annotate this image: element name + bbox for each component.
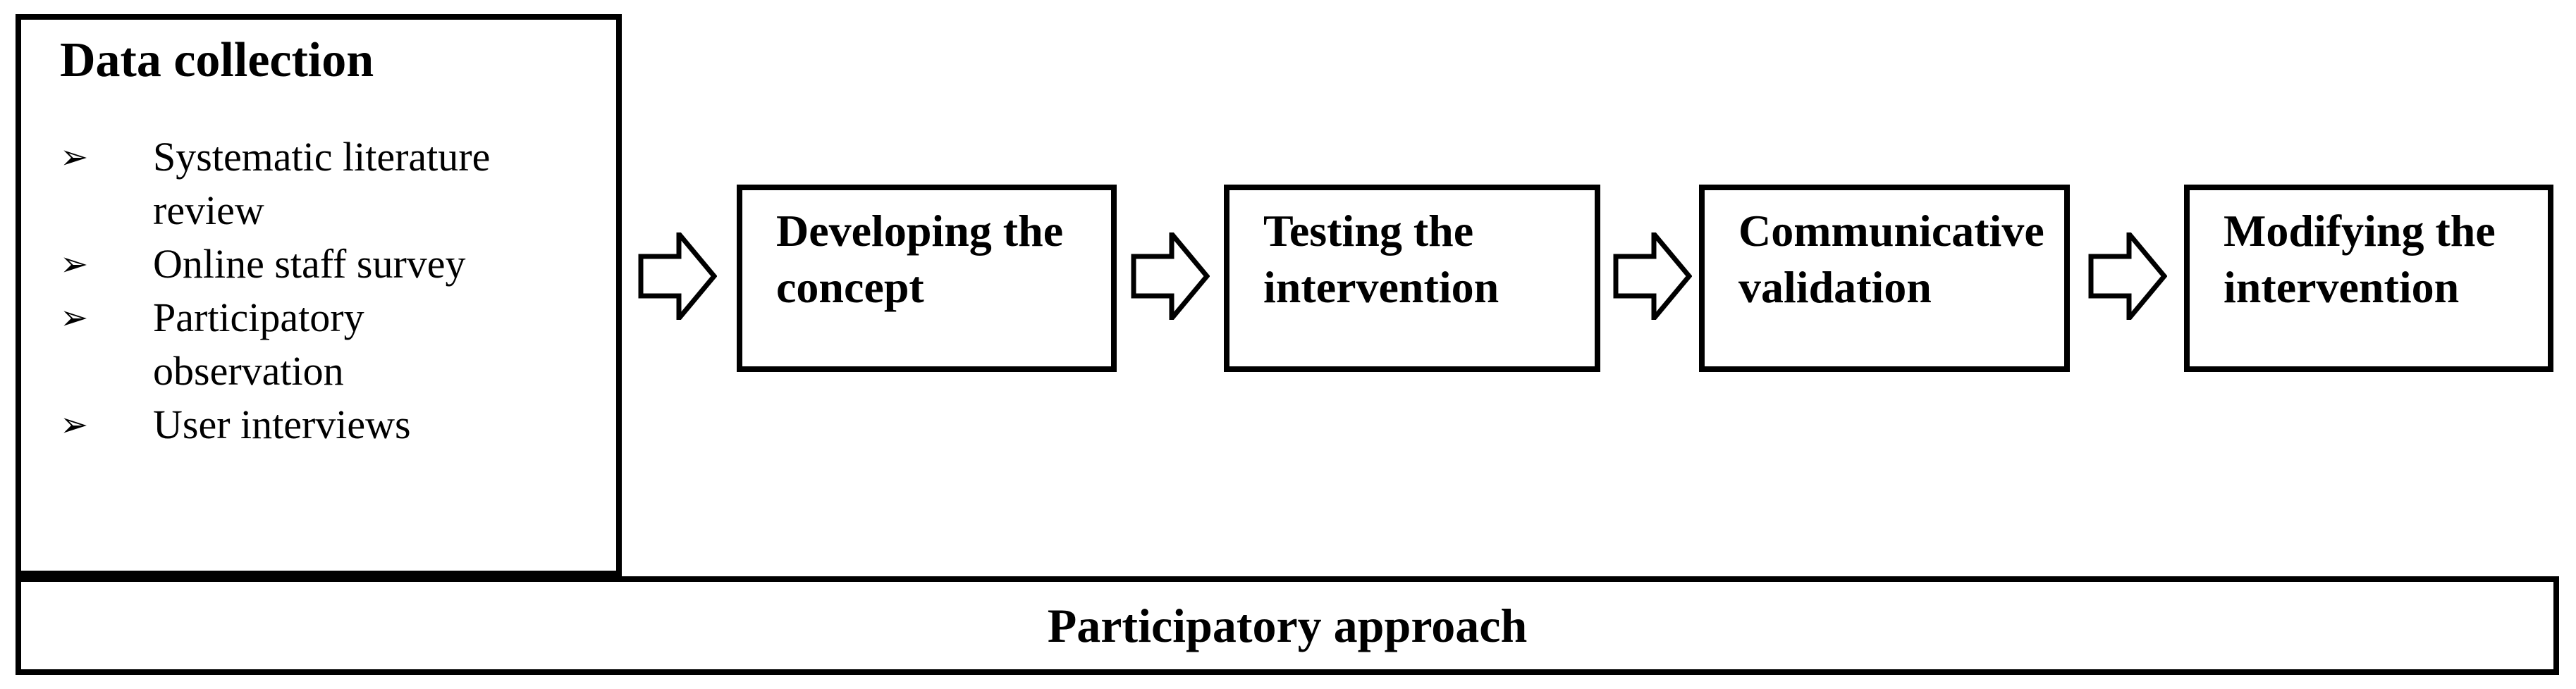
list-item-label: Participatory observation <box>153 294 364 394</box>
participatory-approach-bar: Participatory approach <box>16 576 2559 675</box>
block-arrow-right-icon <box>2088 232 2167 320</box>
list-item: ➢ User interviews <box>60 398 616 452</box>
data-collection-box: Data collection ➢ Systematic literature … <box>16 14 622 576</box>
data-collection-title: Data collection <box>60 33 374 87</box>
step-label: Modifying the intervention <box>2224 206 2496 312</box>
step-label: Developing the concept <box>776 206 1064 312</box>
list-item: ➢ Online staff survey <box>60 237 616 291</box>
step-box-modifying-intervention: Modifying the intervention <box>2184 185 2553 372</box>
step-box-communicative-validation: Communicative validation <box>1699 185 2070 372</box>
list-item: ➢ Systematic literature review <box>60 130 616 237</box>
list-item: ➢ Participatory observation <box>60 291 616 398</box>
arrowhead-bullet-icon: ➢ <box>60 298 89 337</box>
list-item-label: Online staff survey <box>153 241 466 287</box>
data-collection-list: ➢ Systematic literature review ➢ Online … <box>21 130 616 452</box>
step-box-testing-intervention: Testing the intervention <box>1224 185 1600 372</box>
block-arrow-right-icon <box>1613 232 1692 320</box>
list-item-label: Systematic literature review <box>153 134 491 233</box>
arrowhead-bullet-icon: ➢ <box>60 137 89 177</box>
step-label: Communicative validation <box>1738 206 2044 312</box>
step-box-developing-concept: Developing the concept <box>737 185 1117 372</box>
block-arrow-right-icon <box>1131 232 1210 320</box>
block-arrow-right-icon <box>638 232 717 320</box>
list-item-label: User interviews <box>153 402 411 447</box>
arrowhead-bullet-icon: ➢ <box>60 244 89 284</box>
arrowhead-bullet-icon: ➢ <box>60 405 89 445</box>
participatory-approach-label: Participatory approach <box>1047 599 1528 652</box>
step-label: Testing the intervention <box>1263 206 1499 312</box>
